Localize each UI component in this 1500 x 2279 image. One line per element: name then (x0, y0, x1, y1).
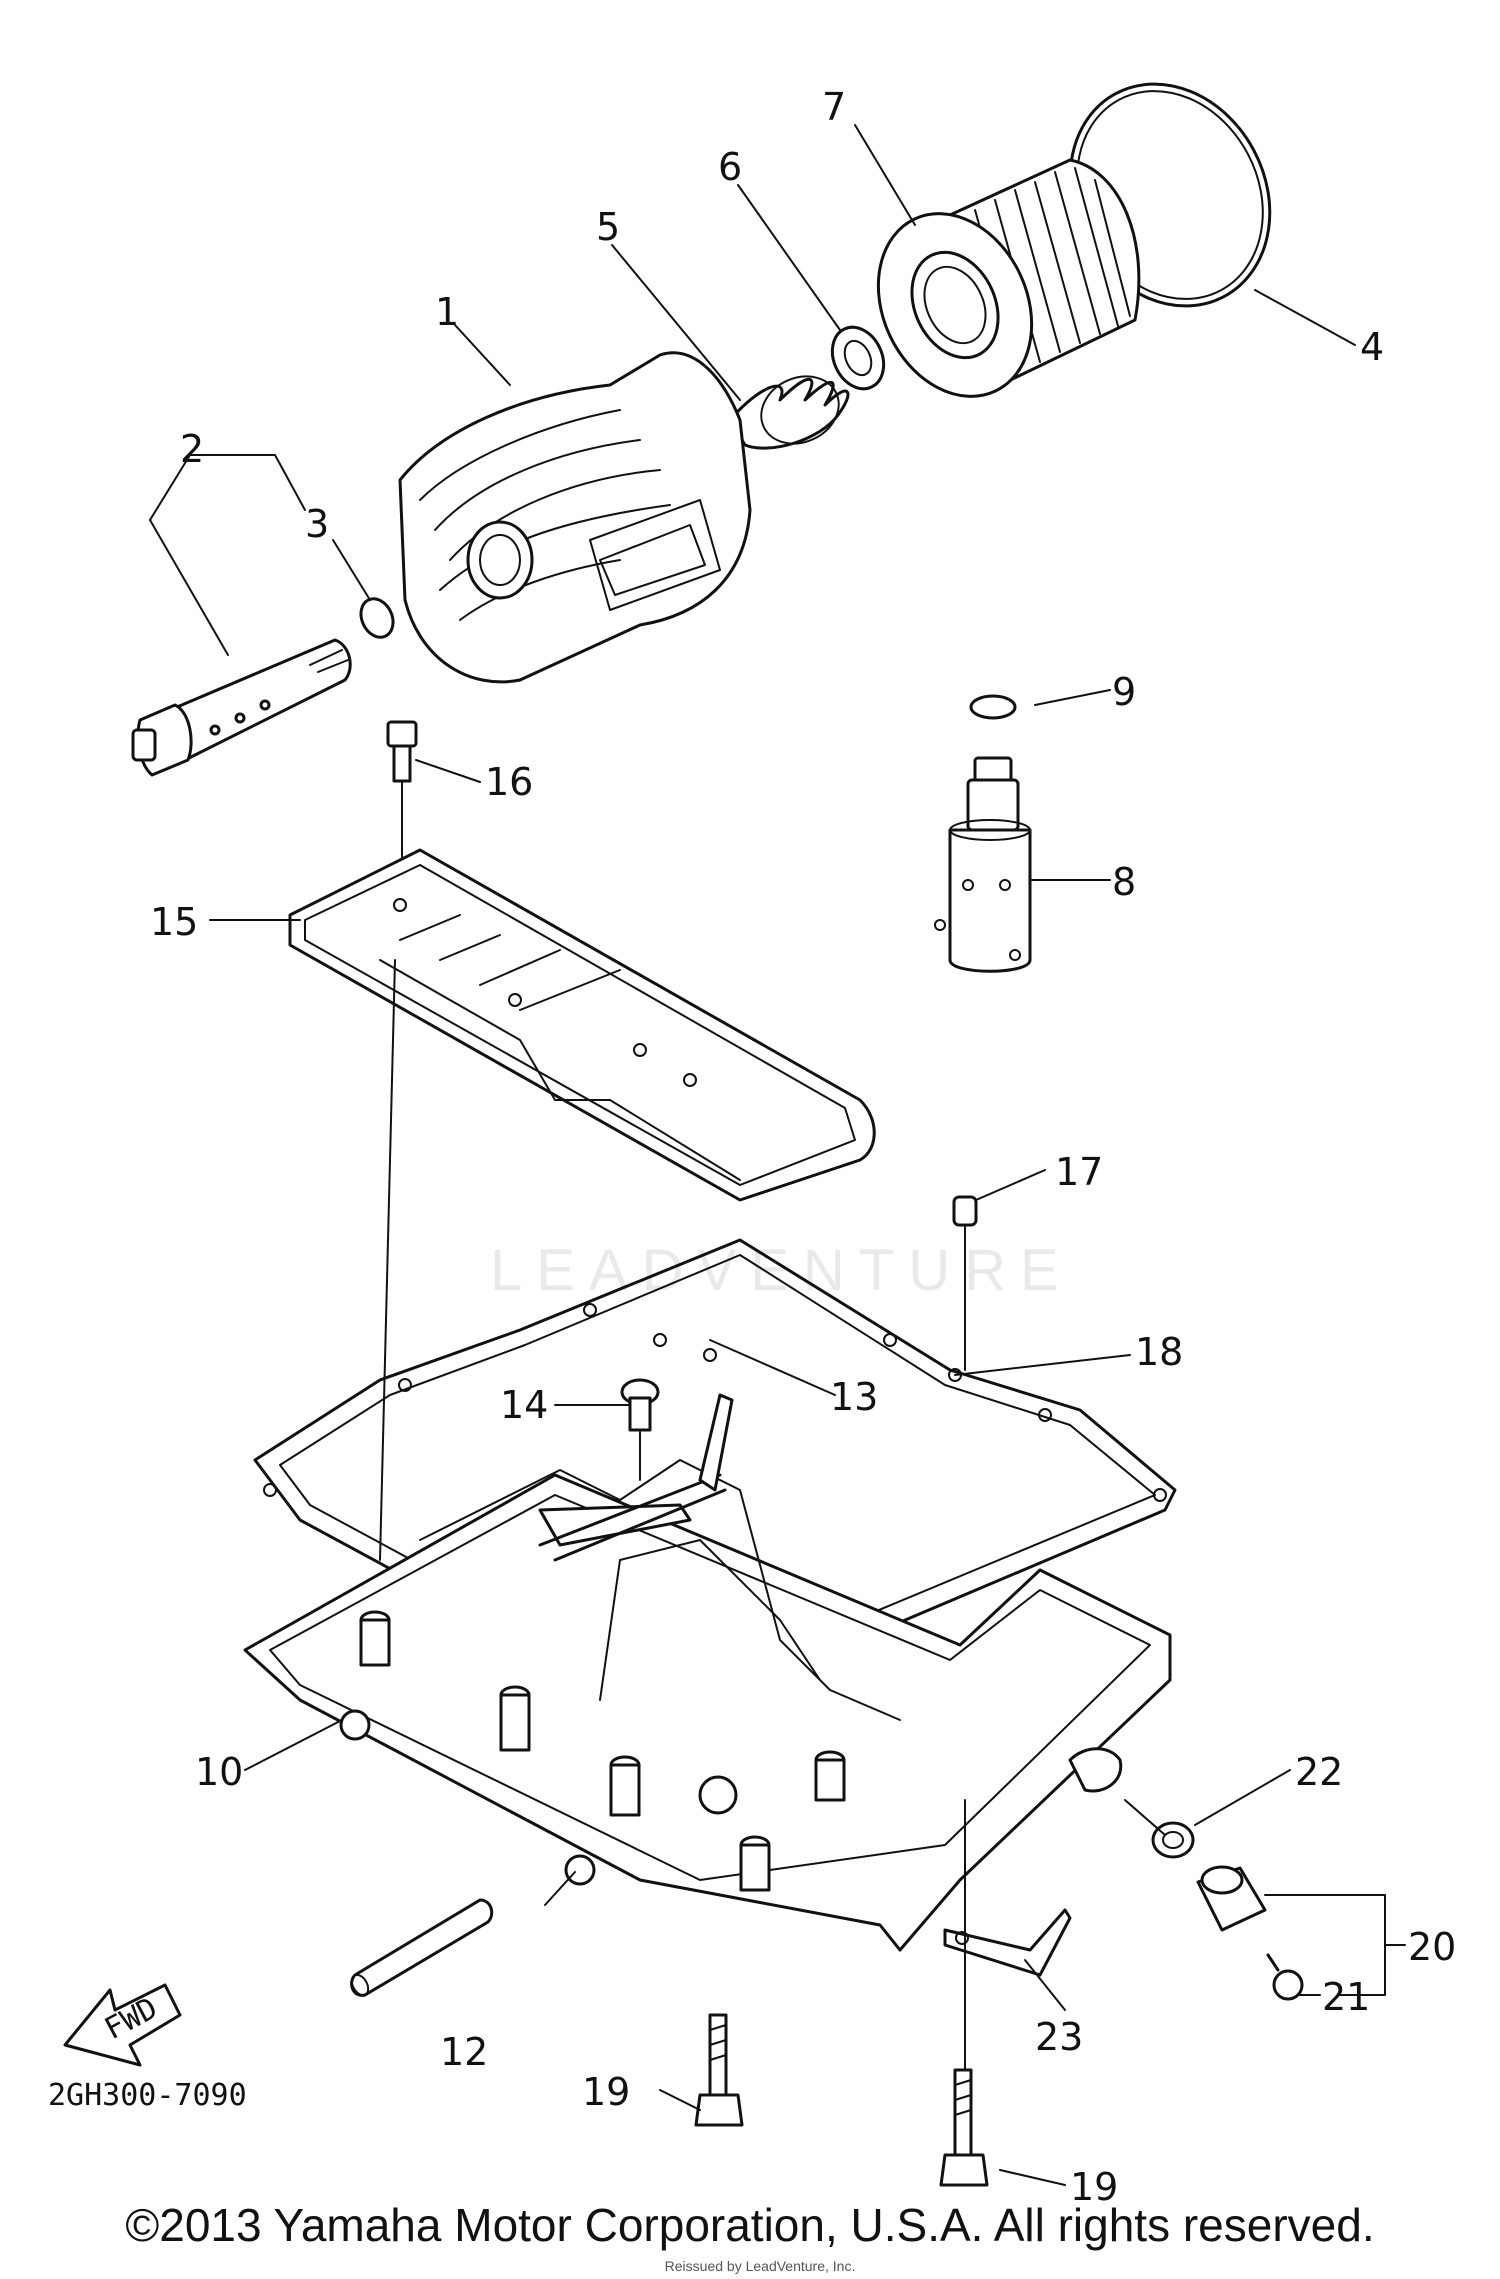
part-10-oil-pan (243, 1393, 1172, 1952)
callout-19-right: 19 (1070, 2165, 1118, 2209)
callout-4: 4 (1360, 325, 1384, 369)
part-14-bolt (620, 1378, 660, 1481)
part-12-pipe (350, 1898, 494, 1997)
callout-7: 7 (822, 85, 846, 129)
part-6-washer (830, 325, 886, 391)
part-15-baffle-plate (288, 848, 876, 1561)
part-23-clamp (943, 1908, 1072, 1977)
leader-lines (149, 124, 1406, 2186)
part-22-gasket (1151, 1821, 1195, 1859)
part-5-spring (728, 375, 850, 450)
callout-2: 2 (180, 427, 204, 471)
callout-23: 23 (1035, 2015, 1083, 2059)
callout-3: 3 (305, 502, 329, 546)
reissue-note: Reissued by LeadVenture, Inc. (664, 2258, 856, 2274)
diagram-code: 2GH300-7090 (48, 2078, 247, 2113)
callout-9: 9 (1112, 670, 1136, 714)
part-1-filter-cover (398, 351, 752, 684)
part-2-union-bolt (131, 638, 352, 777)
part-3-o-ring (359, 597, 395, 639)
part-19-bolt-a (694, 2013, 744, 2127)
part-8-relief-valve (934, 756, 1032, 973)
callout-15: 15 (150, 900, 198, 944)
callout-14: 14 (500, 1383, 548, 1427)
callout-6: 6 (718, 145, 742, 189)
callout-16: 16 (485, 760, 533, 804)
callout-17: 17 (1055, 1150, 1103, 1194)
callout-8: 8 (1112, 860, 1136, 904)
callout-20: 20 (1408, 1925, 1456, 1969)
part-19-bolt-b (939, 1799, 989, 2187)
copyright-notice: ©2013 Yamaha Motor Corporation, U.S.A. A… (125, 2199, 1375, 2251)
watermark: LEADVENTURE (490, 1238, 1073, 1303)
part-9-o-ring (969, 694, 1017, 720)
part-7-oil-filter (876, 158, 1141, 398)
callout-21: 21 (1322, 1975, 1370, 2019)
callout-22: 22 (1295, 1750, 1343, 1794)
part-16-bolt (386, 720, 418, 871)
callout-19-left: 19 (582, 2070, 630, 2114)
part-20-drain-plug (1196, 1865, 1267, 1932)
part-17-dowel (952, 1195, 978, 1371)
fwd-direction-arrow: FWD (63, 1983, 182, 2067)
callout-12: 12 (440, 2030, 488, 2074)
callout-13: 13 (830, 1375, 878, 1419)
callout-18: 18 (1135, 1330, 1183, 1374)
callout-labels: 1 2 3 4 5 6 7 8 9 10 12 13 14 15 16 17 1… (150, 85, 1456, 2209)
callout-5: 5 (596, 205, 620, 249)
part-21-screw (1266, 1953, 1304, 2001)
callout-1: 1 (435, 290, 459, 334)
callout-10: 10 (195, 1750, 243, 1794)
